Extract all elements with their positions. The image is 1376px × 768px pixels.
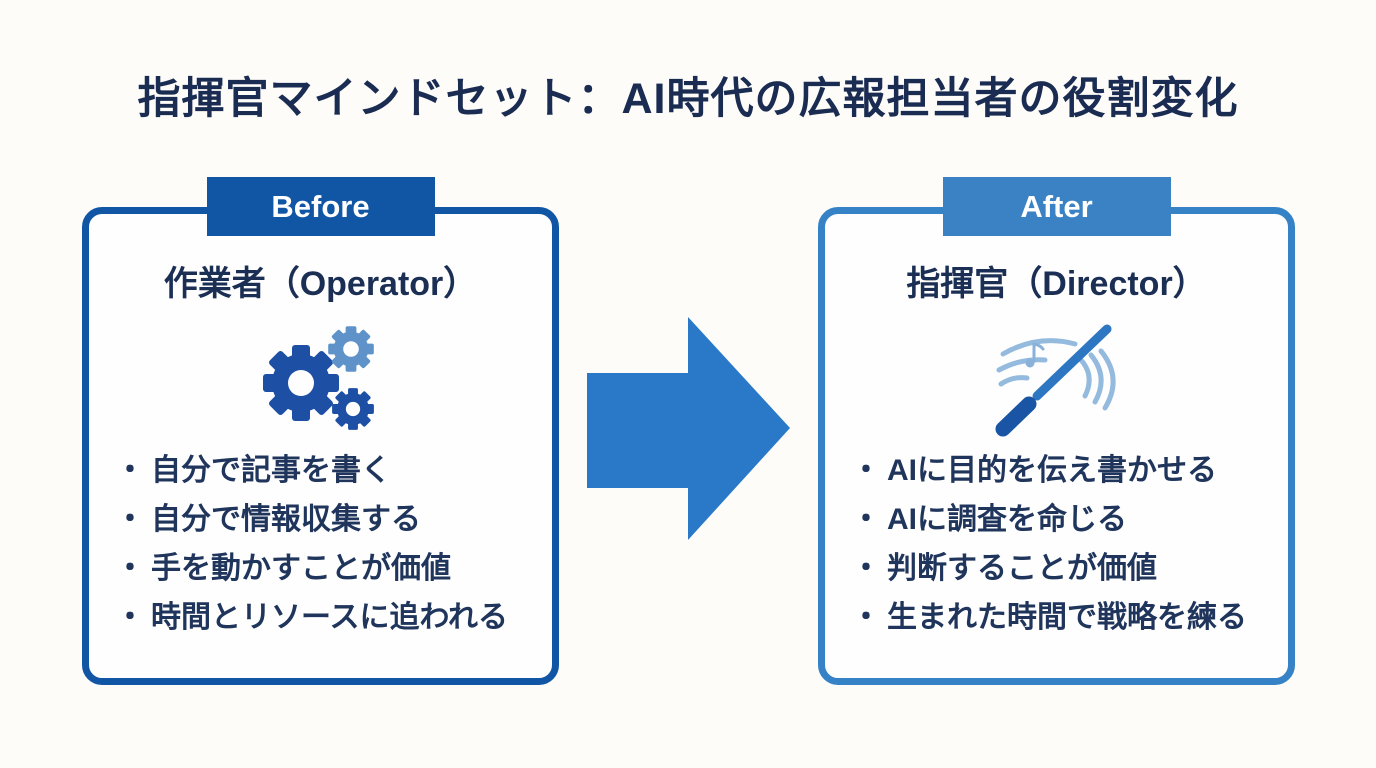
- bullet-marker: ・: [851, 503, 881, 536]
- bullet-text: AIに目的を伝え書かせる: [887, 454, 1217, 487]
- bullet-item: ・AIに目的を伝え書かせる: [851, 446, 1247, 495]
- bullet-item: ・自分で記事を書く: [115, 446, 508, 495]
- after-bullet-list: ・AIに目的を伝え書かせる・AIに調査を命じる・判断することが価値・生まれた時間…: [851, 446, 1247, 642]
- bullet-marker: ・: [851, 552, 881, 585]
- bullet-item: ・生まれた時間で戦略を練る: [851, 593, 1247, 642]
- bullet-text: 自分で記事を書く: [151, 454, 391, 487]
- before-panel: Before 作業者（Operator）: [82, 177, 559, 685]
- bullet-marker: ・: [851, 601, 881, 634]
- conductor-baton-icon: [993, 320, 1123, 440]
- bullet-marker: ・: [115, 454, 145, 487]
- bullet-marker: ・: [851, 454, 881, 487]
- bullet-text: AIに調査を命じる: [887, 503, 1127, 536]
- before-bullet-list: ・自分で記事を書く・自分で情報収集する・手を動かすことが価値・時間とリソースに追…: [115, 446, 508, 642]
- bullet-item: ・手を動かすことが価値: [115, 544, 508, 593]
- after-tab-label: After: [1020, 188, 1093, 224]
- page-title: 指揮官マインドセット：AI時代の広報担当者の役割変化: [137, 75, 1239, 123]
- bullet-text: 手を動かすことが価値: [151, 552, 451, 585]
- bullet-item: ・AIに調査を命じる: [851, 495, 1247, 544]
- right-arrow-icon: [587, 317, 791, 541]
- gears-icon: [261, 326, 391, 446]
- before-heading: 作業者（Operator）: [163, 265, 478, 303]
- bullet-item: ・自分で情報収集する: [115, 495, 508, 544]
- bullet-text: 自分で情報収集する: [151, 503, 421, 536]
- after-tab: After: [942, 177, 1171, 236]
- before-tab-label: Before: [271, 188, 370, 224]
- bullet-text: 時間とリソースに追われる: [151, 601, 508, 634]
- music-note-icon: [1025, 342, 1045, 368]
- bullet-marker: ・: [115, 503, 145, 536]
- after-panel: After 指揮官（Director）: [818, 177, 1295, 685]
- after-heading: 指揮官（Director）: [906, 265, 1207, 303]
- bullet-marker: ・: [115, 552, 145, 585]
- bullet-text: 判断することが価値: [887, 552, 1157, 585]
- bullet-marker: ・: [115, 601, 145, 634]
- bullet-item: ・判断することが価値: [851, 544, 1247, 593]
- bullet-text: 生まれた時間で戦略を練る: [887, 601, 1247, 634]
- before-tab: Before: [206, 177, 435, 236]
- bullet-item: ・時間とリソースに追われる: [115, 593, 508, 642]
